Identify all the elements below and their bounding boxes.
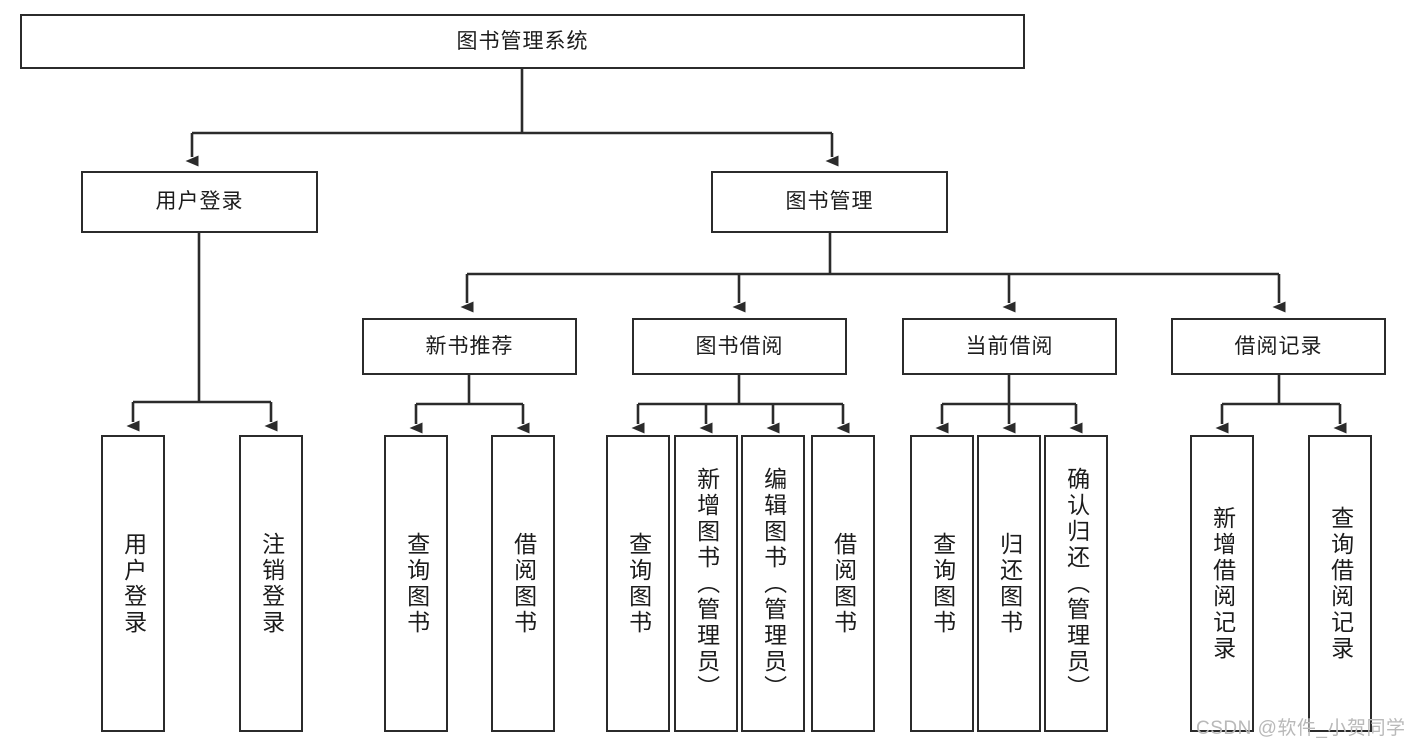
leaf-user-login-logout[interactable]: 注销登录 <box>239 435 303 732</box>
leaf-new-book-borrow[interactable]: 借阅图书 <box>491 435 555 732</box>
node-user-login[interactable]: 用户登录 <box>81 171 318 233</box>
leaf-borrow-edit-book-admin[interactable]: 编辑图书（管理员） <box>741 435 805 732</box>
leaf-label: 查询图书 <box>929 531 956 636</box>
leaf-label: 用户登录 <box>120 531 147 636</box>
leaf-record-add-record[interactable]: 新增借阅记录 <box>1190 435 1254 732</box>
leaf-label: 注销登录 <box>258 531 285 636</box>
leaf-current-return-book[interactable]: 归还图书 <box>977 435 1041 732</box>
node-book-management[interactable]: 图书管理 <box>711 171 948 233</box>
leaf-label: 查询图书 <box>403 531 430 636</box>
leaf-user-login-login[interactable]: 用户登录 <box>101 435 165 732</box>
leaf-label: 借阅图书 <box>510 531 537 636</box>
leaf-label: 归还图书 <box>996 531 1023 636</box>
node-label: 图书管理系统 <box>456 29 589 53</box>
leaf-borrow-borrow-book[interactable]: 借阅图书 <box>811 435 875 732</box>
leaf-label: 新增图书（管理员） <box>693 466 720 701</box>
node-label: 图书借阅 <box>695 334 784 358</box>
leaf-label: 新增借阅记录 <box>1209 505 1236 662</box>
node-label: 借阅记录 <box>1234 334 1323 358</box>
leaf-label: 查询图书 <box>625 531 652 636</box>
leaf-label: 确认归还（管理员） <box>1063 466 1090 701</box>
node-borrow-record[interactable]: 借阅记录 <box>1171 318 1386 375</box>
csdn-watermark: CSDN @软件_小贺同学 <box>1196 718 1405 739</box>
leaf-borrow-add-book-admin[interactable]: 新增图书（管理员） <box>674 435 738 732</box>
node-book-borrow[interactable]: 图书借阅 <box>632 318 847 375</box>
leaf-current-confirm-return-admin[interactable]: 确认归还（管理员） <box>1044 435 1108 732</box>
leaf-new-book-query[interactable]: 查询图书 <box>384 435 448 732</box>
leaf-label: 查询借阅记录 <box>1327 505 1354 662</box>
node-new-book-recommend[interactable]: 新书推荐 <box>362 318 577 375</box>
node-label: 图书管理 <box>785 190 874 214</box>
leaf-current-query-book[interactable]: 查询图书 <box>910 435 974 732</box>
leaf-record-query-record[interactable]: 查询借阅记录 <box>1308 435 1372 732</box>
node-label: 当前借阅 <box>965 334 1054 358</box>
node-root-system[interactable]: 图书管理系统 <box>20 14 1025 69</box>
leaf-borrow-query-book[interactable]: 查询图书 <box>606 435 670 732</box>
node-label: 用户登录 <box>155 190 244 214</box>
leaf-label: 编辑图书（管理员） <box>760 466 787 701</box>
node-label: 新书推荐 <box>425 334 514 358</box>
node-current-borrow[interactable]: 当前借阅 <box>902 318 1117 375</box>
leaf-label: 借阅图书 <box>830 531 857 636</box>
